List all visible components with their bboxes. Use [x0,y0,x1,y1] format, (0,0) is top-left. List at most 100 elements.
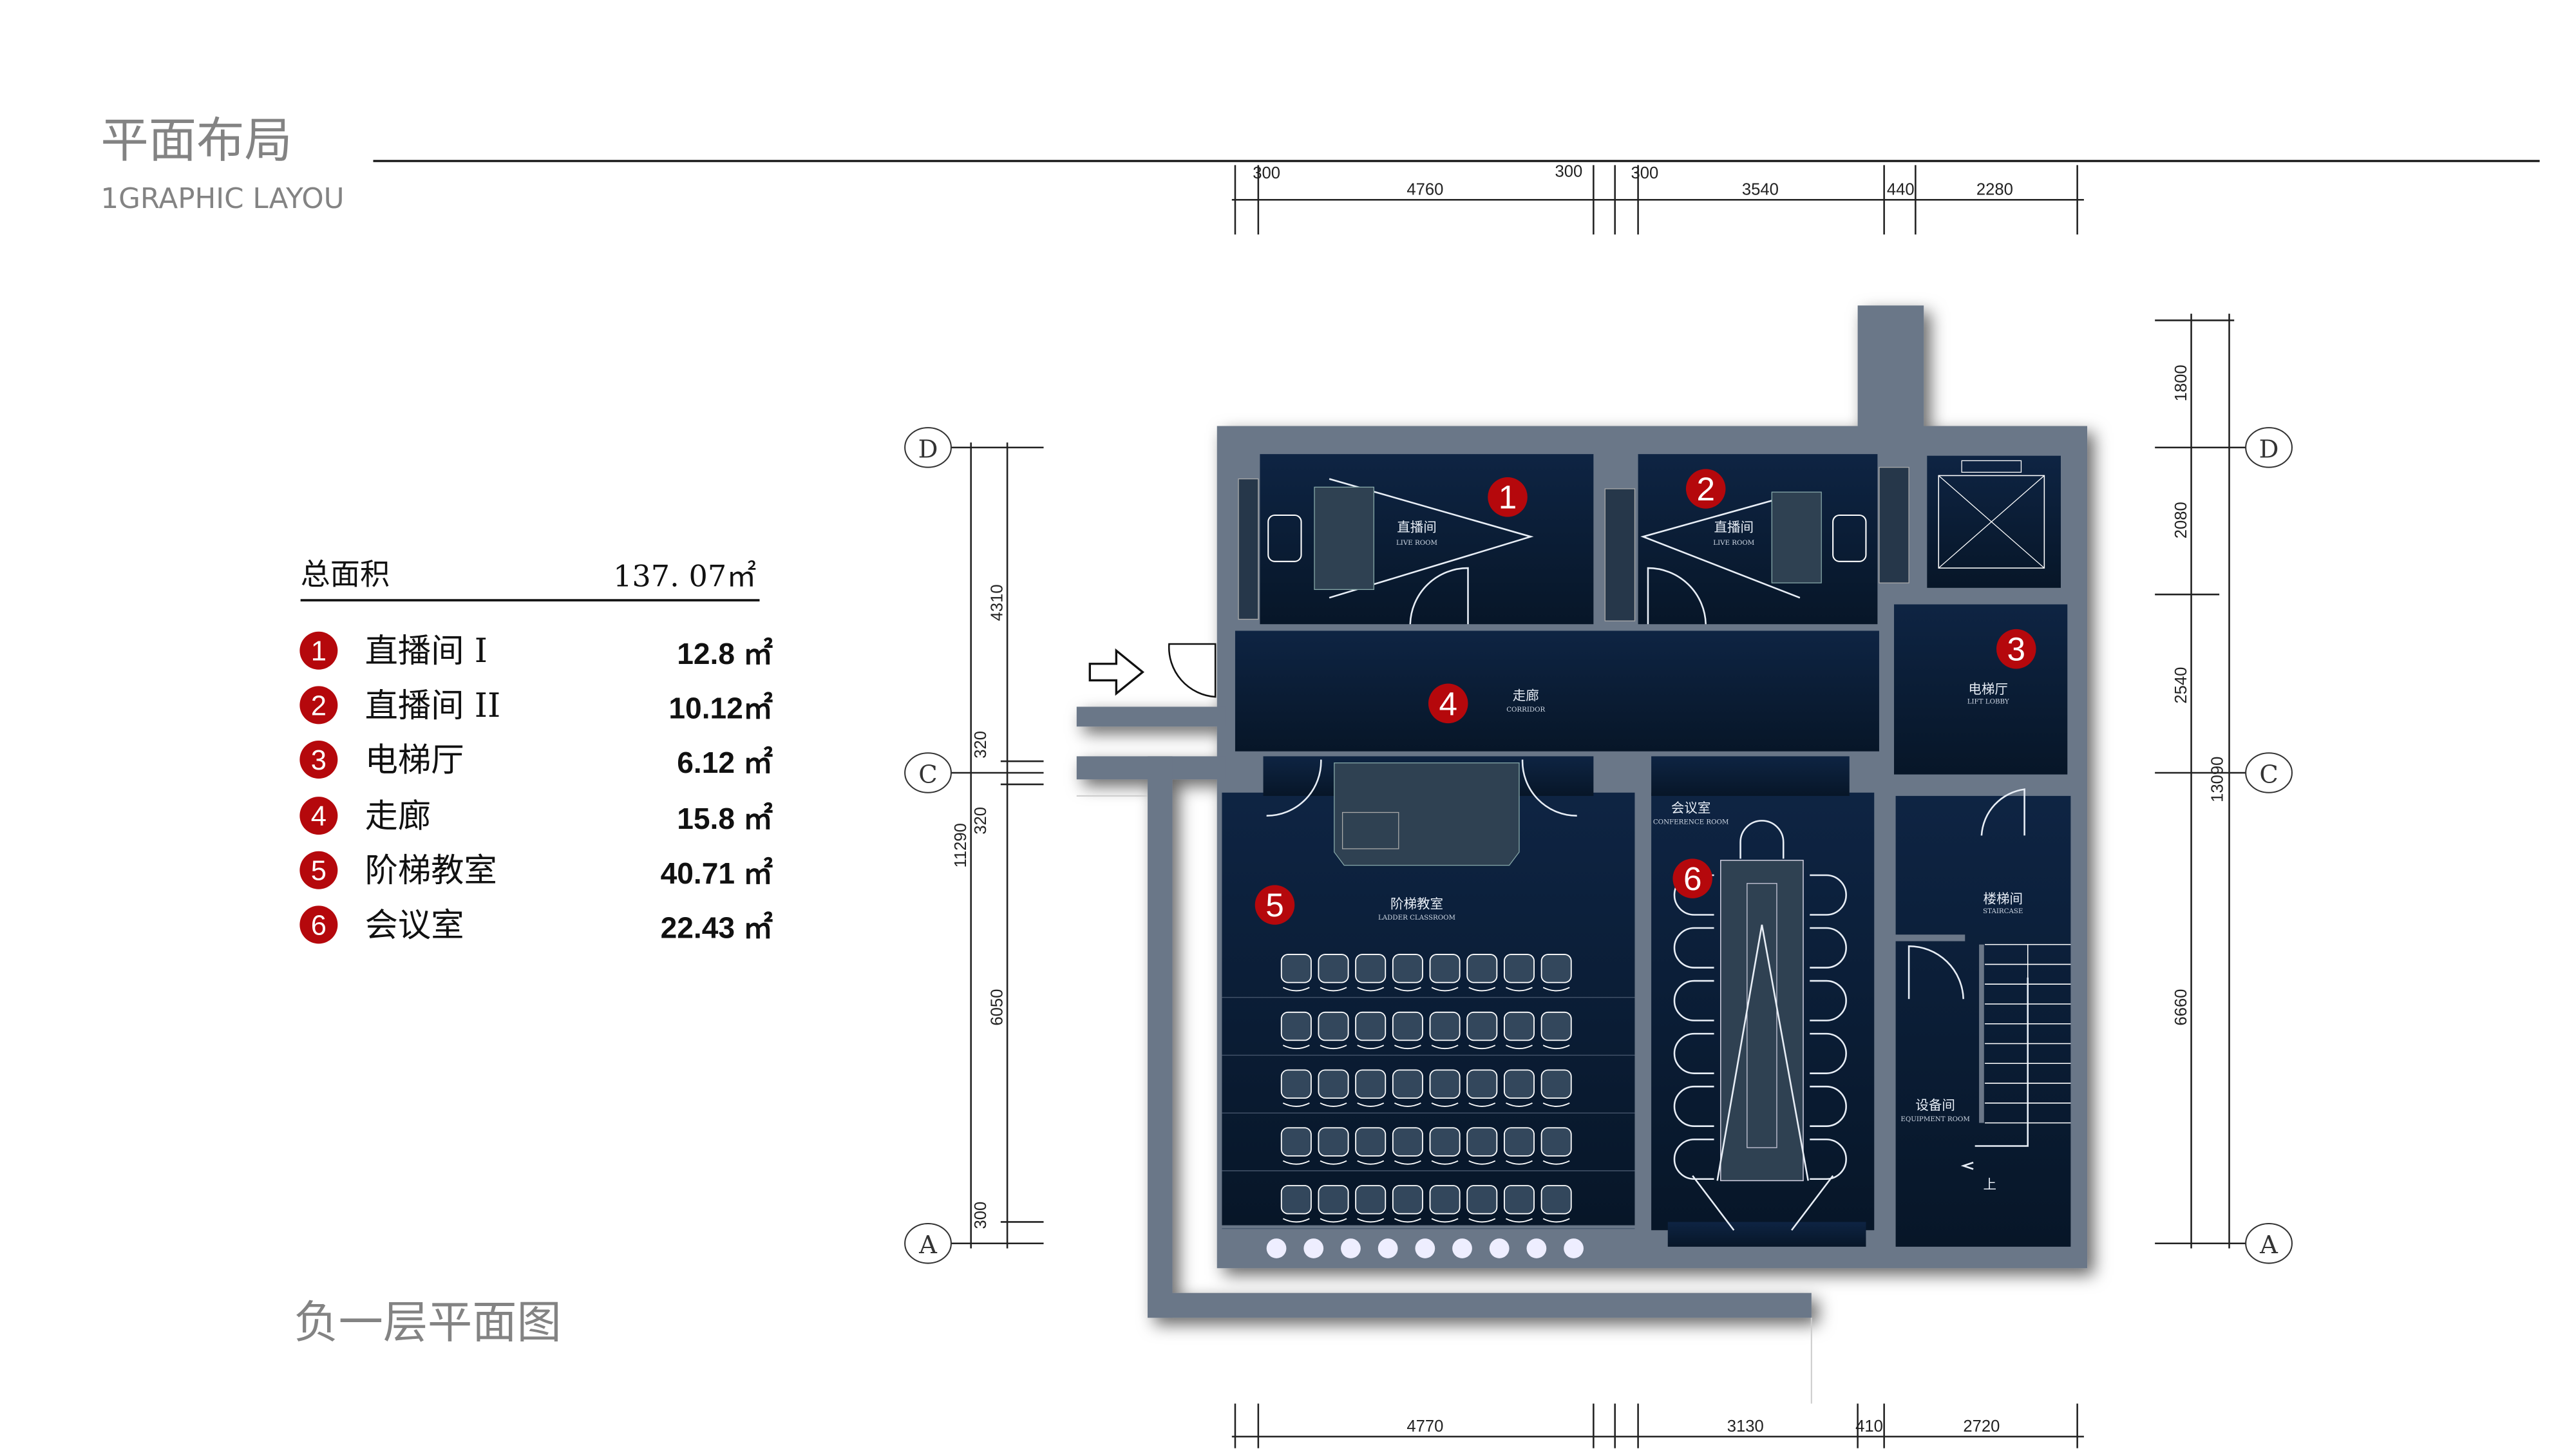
seat-icon [1355,1069,1387,1099]
number-badge-icon [1255,885,1295,925]
chair-icon [1810,1032,1847,1074]
room-label-corridor: 走廊 [1513,688,1539,703]
svg-text:410: 410 [1855,1417,1883,1435]
legend-item-area: 15.8 ㎡ [677,802,773,835]
room-badge-5: 5 [1255,885,1295,925]
dimension-right: 1800 2080 2540 13090 6660 [2155,314,2249,1249]
seat-icon [1504,1011,1535,1041]
room-conference-top [1651,756,1850,796]
seat-icon [1429,1011,1461,1041]
dimension-top: 300 4760 300 300 3540 440 2280 [1231,162,2084,235]
plant-icon [1526,1238,1547,1258]
legend-item-name: 直播间 I [365,632,488,670]
room-lift-lobby [1894,604,2068,775]
legend-item-area: 22.43 ㎡ [661,911,773,944]
svg-text:2720: 2720 [1963,1417,2000,1435]
svg-text:11290: 11290 [952,823,970,867]
svg-text:300: 300 [1631,164,1658,182]
room-badge-4: 4 [1428,683,1468,724]
seat-icon [1429,954,1461,983]
seat-icon [1280,1185,1312,1215]
seat-icon [1318,954,1349,983]
plant-icon [1303,1238,1324,1258]
seat-icon [1280,954,1312,983]
svg-text:3540: 3540 [1742,181,1779,199]
room-label-lobby: 电梯厅 [1968,681,2008,697]
dimension-left: 4310 320 320 11290 6050 300 [951,442,1044,1249]
seat-icon [1355,954,1387,983]
legend-item-number: 6 [311,910,327,941]
seat-icon [1355,1127,1387,1157]
chair-icon [1673,1138,1714,1180]
seat-icon [1280,1011,1312,1041]
svg-text:2280: 2280 [1976,181,2013,199]
legend-item-number: 1 [311,636,327,667]
legend-item-number: 5 [311,856,327,887]
legend-item-area: 10.12㎡ [668,691,773,724]
room-label-live2-en: LIVE ROOM [1713,539,1754,547]
room-label-staircase-en: STAIRCASE [1983,907,2023,915]
seat-icon [1318,1011,1349,1041]
seat-icon [1540,1127,1572,1157]
seat-icon [1392,1185,1423,1215]
seat-icon [1392,1127,1423,1157]
room-badge-number: 2 [1696,471,1715,507]
room-label-staircase: 楼梯间 [1984,891,2023,907]
chair-icon [1673,1085,1714,1128]
page-title: 平面布局 [100,113,292,169]
number-badge-icon [1685,469,1726,509]
legend-item-area: 12.8 ㎡ [677,637,773,670]
axis-label-left-d: D [918,435,938,464]
room-label-live2: 直播间 [1714,520,1754,535]
plant-icon [1564,1238,1584,1258]
seat-icon [1392,954,1423,983]
seat-icon [1392,1011,1423,1041]
axis-label-left-c: C [918,760,937,789]
seat-icon [1280,1127,1312,1157]
entrance-door-icon [1168,643,1217,698]
room-badge-2: 2 [1685,469,1726,509]
room-conference-bottom [1667,1222,1866,1247]
chair-icon [1810,927,1847,969]
room-badge-1: 1 [1488,477,1528,517]
seat-icon [1540,1185,1572,1215]
plan-title: 负一层平面图 [294,1297,561,1349]
room-badge-number: 6 [1683,860,1702,897]
chair-icon [1810,1085,1847,1128]
room-label-live1: 直播间 [1397,520,1437,535]
plant-icon [1266,1238,1287,1258]
entrance-arrow-icon [1088,648,1145,696]
seat-icon [1504,1069,1535,1099]
svg-text:300: 300 [1253,164,1280,182]
chair-icon [1673,980,1714,1021]
legend-item-number: 2 [311,690,327,721]
seat-icon [1466,1069,1498,1099]
seat-icon [1504,1185,1535,1215]
axis-label-right-c: C [2259,760,2278,789]
legend-item-area: 6.12 ㎡ [677,746,773,779]
furniture [1222,460,2071,1258]
svg-text:300: 300 [972,1202,990,1229]
chair-icon [1810,980,1847,1021]
room-label-equipment-en: EQUIPMENT ROOM [1900,1115,1970,1123]
room-live-2 [1638,454,1878,625]
svg-text:13090: 13090 [2208,757,2226,802]
plant-icon [1452,1238,1472,1258]
seat-icon [1466,1011,1498,1041]
room-label-classroom: 阶梯教室 [1390,896,1443,911]
axis-bubbles [904,427,2293,1264]
number-badge-icon [299,905,338,944]
seat-icon [1355,1185,1387,1215]
seat-icon [1318,1069,1349,1099]
legend-item-area: 40.71 ㎡ [661,857,773,890]
axis-label-left-a: A [918,1231,938,1260]
seat-icon [1466,1185,1498,1215]
seat-icon [1540,1011,1572,1041]
svg-text:2540: 2540 [2172,667,2190,704]
